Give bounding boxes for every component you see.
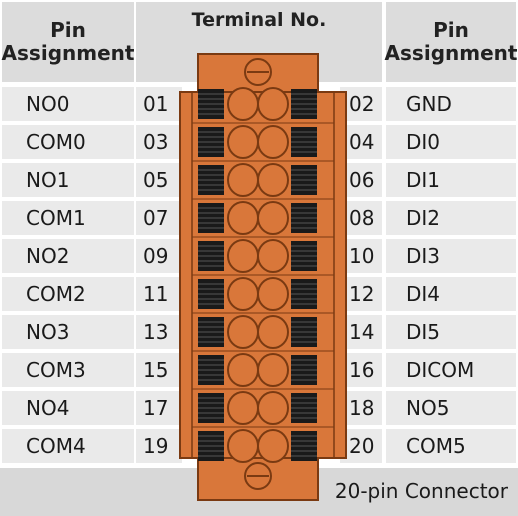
left-header: Pin Assignment xyxy=(2,2,134,82)
left-pin-assignment: COM1 xyxy=(26,206,86,230)
left-pin-assignment: NO1 xyxy=(26,168,70,192)
left-terminal-number: 15 xyxy=(143,358,169,382)
left-no-cell xyxy=(136,315,182,349)
right-pin-assignment: COM5 xyxy=(406,434,466,458)
left-assign-cell xyxy=(2,163,134,197)
right-terminal-number: 18 xyxy=(349,396,375,420)
left-header-line2: Assignment xyxy=(1,41,135,65)
right-wire-hole xyxy=(257,391,289,425)
left-wire-hole xyxy=(227,429,259,463)
right-assign-cell xyxy=(386,239,516,273)
left-assign-cell xyxy=(2,87,134,121)
right-assign-cell xyxy=(386,391,516,425)
left-no-cell xyxy=(136,277,182,311)
left-no-cell xyxy=(136,391,182,425)
left-terminal-number: 13 xyxy=(143,320,169,344)
right-pin-assignment: GND xyxy=(406,92,452,116)
right-wire-hole xyxy=(257,239,289,273)
right-assign-cell xyxy=(386,87,516,121)
right-wire-hole xyxy=(257,353,289,387)
left-assign-cell xyxy=(2,125,134,159)
right-wire-hole xyxy=(257,201,289,235)
left-assign-cell xyxy=(2,391,134,425)
left-pin-assignment: COM0 xyxy=(26,130,86,154)
right-assign-cell xyxy=(386,353,516,387)
left-wire-hole xyxy=(227,353,259,387)
right-terminal-number: 12 xyxy=(349,282,375,306)
right-pin-assignment: DI3 xyxy=(406,244,441,268)
left-terminal-number: 05 xyxy=(143,168,169,192)
right-terminal-number: 10 xyxy=(349,244,375,268)
right-wire-hole xyxy=(257,429,289,463)
left-pin-assignment: NO0 xyxy=(26,92,70,116)
left-pin-assignment: NO4 xyxy=(26,396,70,420)
left-wire-hole xyxy=(227,87,259,121)
left-no-cell xyxy=(136,87,182,121)
left-assign-cell xyxy=(2,353,134,387)
right-terminal-number: 20 xyxy=(349,434,375,458)
right-wire-hole xyxy=(257,87,289,121)
left-assign-cell xyxy=(2,239,134,273)
right-terminal-number: 06 xyxy=(349,168,375,192)
right-assign-cell xyxy=(386,163,516,197)
left-pin-assignment: COM4 xyxy=(26,434,86,458)
left-no-cell xyxy=(136,353,182,387)
left-terminal-number: 19 xyxy=(143,434,169,458)
left-terminal-number: 11 xyxy=(143,282,169,306)
left-no-cell xyxy=(136,239,182,273)
right-pin-assignment: DI5 xyxy=(406,320,441,344)
right-pin-assignment: DI4 xyxy=(406,282,441,306)
left-wire-hole xyxy=(227,277,259,311)
left-terminal-number: 01 xyxy=(143,92,169,116)
right-pin-assignment: NO5 xyxy=(406,396,450,420)
left-wire-hole xyxy=(227,315,259,349)
right-terminal-number: 16 xyxy=(349,358,375,382)
left-wire-hole xyxy=(227,201,259,235)
right-assign-cell xyxy=(386,277,516,311)
right-header: Pin Assignment xyxy=(384,2,518,82)
left-wire-hole xyxy=(227,239,259,273)
right-assign-cell xyxy=(386,201,516,235)
left-header-line1: Pin xyxy=(50,18,86,42)
left-pin-assignment: NO2 xyxy=(26,244,70,268)
right-pin-assignment: DI2 xyxy=(406,206,441,230)
left-no-cell xyxy=(136,201,182,235)
left-terminal-number: 09 xyxy=(143,244,169,268)
right-terminal-number: 14 xyxy=(349,320,375,344)
right-wire-hole xyxy=(257,315,289,349)
right-assign-cell xyxy=(386,315,516,349)
right-wire-hole xyxy=(257,163,289,197)
left-assign-cell xyxy=(2,277,134,311)
left-wire-hole xyxy=(227,125,259,159)
right-wire-hole xyxy=(257,277,289,311)
right-terminal-number: 02 xyxy=(349,92,375,116)
connector-caption: 20-pin Connector xyxy=(334,479,508,503)
right-pin-assignment: DI0 xyxy=(406,130,441,154)
left-no-cell xyxy=(136,163,182,197)
left-terminal-number: 17 xyxy=(143,396,169,420)
left-wire-hole xyxy=(227,391,259,425)
left-assign-cell xyxy=(2,201,134,235)
left-assign-cell xyxy=(2,315,134,349)
left-terminal-number: 07 xyxy=(143,206,169,230)
right-pin-assignment: DICOM xyxy=(406,358,475,382)
right-header-line2: Assignment xyxy=(384,41,518,65)
left-no-cell xyxy=(136,429,182,463)
right-header-line1: Pin xyxy=(433,18,469,42)
left-wire-hole xyxy=(227,163,259,197)
left-pin-assignment: COM2 xyxy=(26,282,86,306)
right-pin-assignment: DI1 xyxy=(406,168,441,192)
left-assign-cell xyxy=(2,429,134,463)
left-pin-assignment: NO3 xyxy=(26,320,70,344)
left-terminal-number: 03 xyxy=(143,130,169,154)
left-no-cell xyxy=(136,125,182,159)
right-terminal-number: 08 xyxy=(349,206,375,230)
right-assign-cell xyxy=(386,429,516,463)
right-assign-cell xyxy=(386,125,516,159)
right-wire-hole xyxy=(257,125,289,159)
left-pin-assignment: COM3 xyxy=(26,358,86,382)
right-terminal-number: 04 xyxy=(349,130,375,154)
